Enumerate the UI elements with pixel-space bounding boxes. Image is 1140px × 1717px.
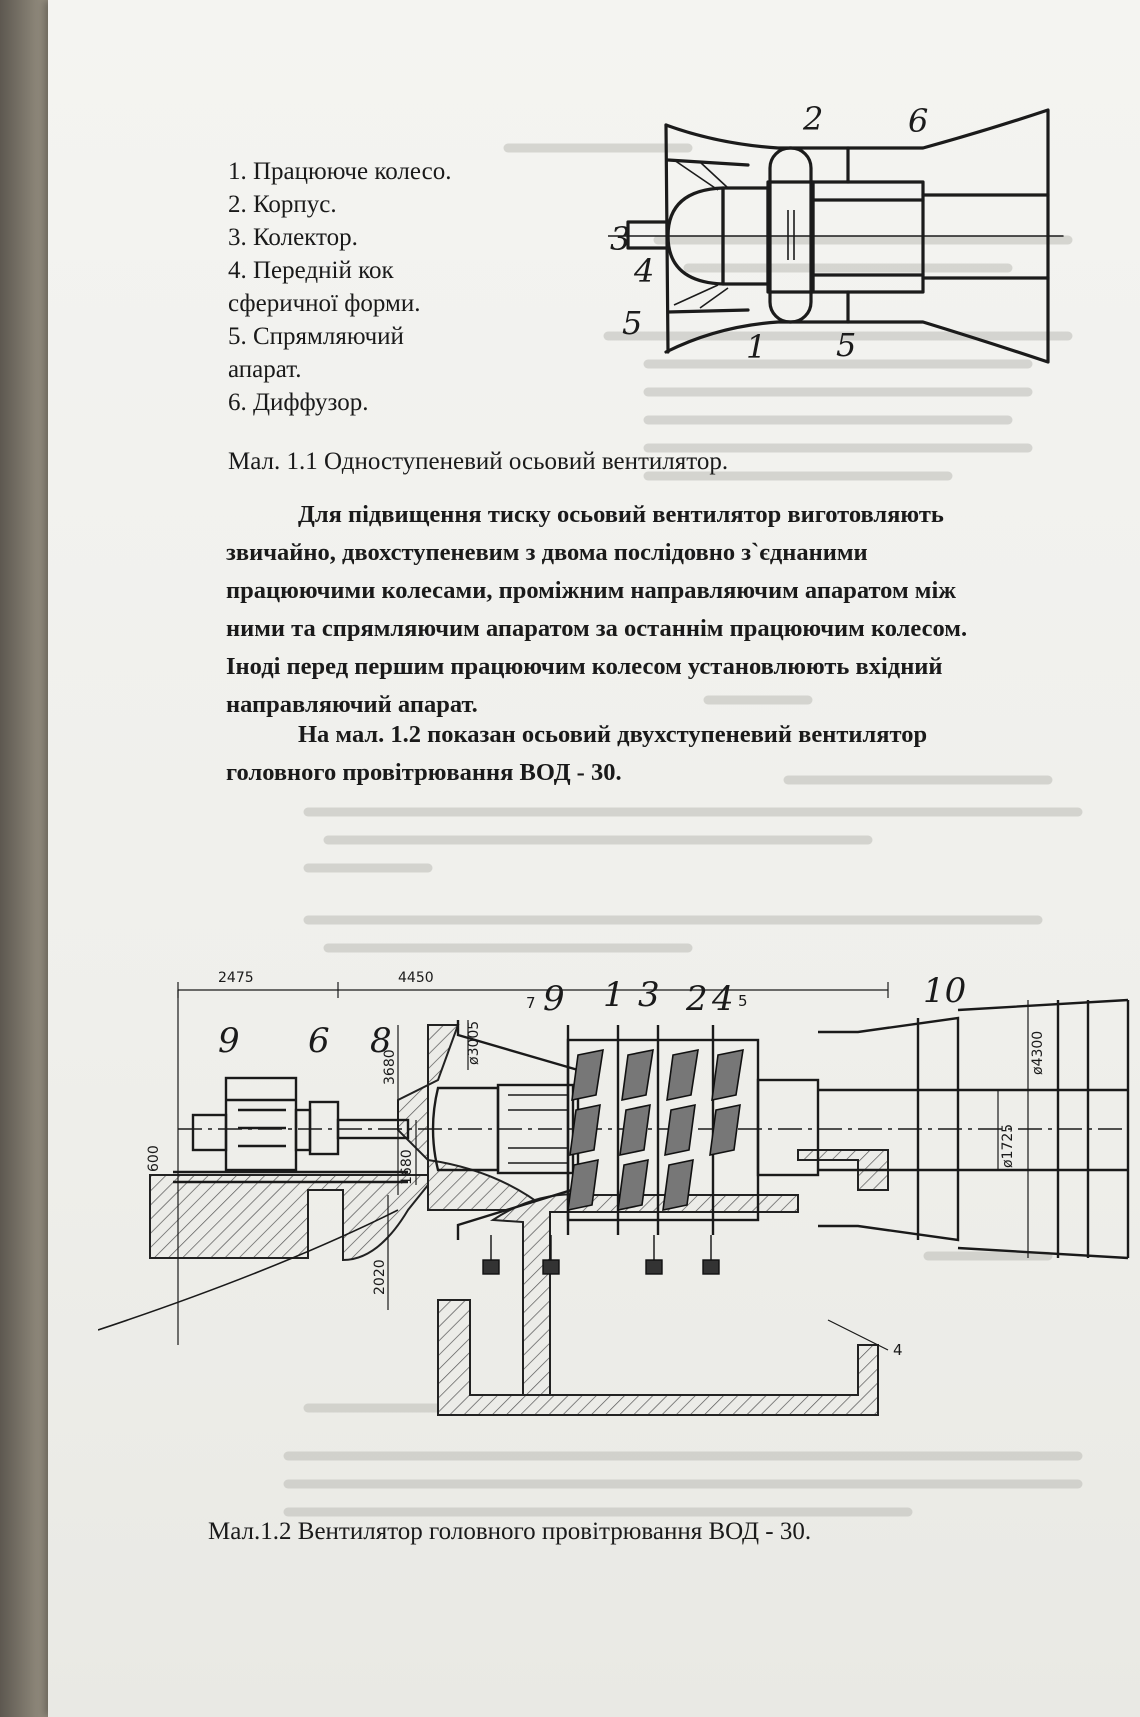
part-label: 6: [308, 1021, 330, 1061]
part-label: 5: [738, 992, 748, 1010]
paragraph-line: головного провітрювання ВОД - 30.: [226, 759, 622, 786]
legend-item: апарат.: [228, 356, 302, 383]
part-label: 8: [370, 1021, 392, 1061]
dimension-label: ø4300: [1030, 1031, 1046, 1075]
fig1-label: 4: [633, 252, 654, 290]
dimension-label: 1680: [399, 1149, 415, 1185]
fig1-label: 6: [908, 102, 928, 140]
paragraph-line: Іноді перед першим працюючим колесом уст…: [226, 653, 943, 680]
dimension-label: ø1725: [1000, 1124, 1016, 1168]
figure-caption: Мал. 1.1 Одноступеневий осьовий вентилят…: [228, 448, 729, 475]
part-label: 4: [711, 979, 734, 1019]
body-paragraph: На мал. 1.2 показан осьовий двухступенев…: [226, 716, 927, 792]
dimension-label: 4450: [398, 970, 434, 986]
part-label: 2: [685, 979, 708, 1019]
part-label: 7: [526, 994, 536, 1012]
paragraph-line: На мал. 1.2 показан осьовий двухступенев…: [298, 721, 928, 748]
bleed-through-text: [283, 143, 1083, 1517]
part-label: 10: [923, 971, 966, 1011]
fig1-label: 3: [610, 220, 630, 258]
document-page: 1. Працююче колесо. 2. Корпус. 3. Колект…: [48, 0, 1140, 1717]
legend-item: 5. Спрямляючий: [228, 323, 404, 350]
dimension-label: 2475: [218, 970, 254, 986]
fig1-label: 1: [746, 328, 766, 366]
legend-list: 1. Працююче колесо. 2. Корпус. 3. Колект…: [228, 155, 451, 419]
fan-sketch-figure: 2 6 3 4 5 1 5: [608, 100, 1064, 366]
paragraph-line: працюючими колесами, проміжним направляю…: [226, 577, 957, 604]
body-paragraph: Для підвищення тиску осьовий вентилятор …: [226, 496, 967, 724]
dimension-label: 600: [146, 1145, 162, 1172]
part-label: 1: [603, 975, 625, 1015]
paragraph-line: направляючий апарат.: [226, 691, 478, 718]
paragraph-line: Для підвищення тиску осьовий вентилятор …: [298, 501, 944, 528]
technical-drawing-figure: 2475 4450 600 3680 1680 2020 ø3005 ø4300…: [98, 970, 1130, 1416]
legend-item: 4. Передній кок: [228, 257, 394, 284]
dimension-label: 2020: [372, 1259, 388, 1295]
legend-item: сферичної форми.: [228, 290, 421, 317]
legend-item: 6. Диффузор.: [228, 389, 369, 416]
legend-item: 3. Колектор.: [228, 224, 358, 251]
part-label: 9: [543, 979, 565, 1019]
paragraph-line: звичайно, двохступеневим з двома послідо…: [226, 539, 868, 566]
fig1-label: 2: [802, 100, 823, 138]
legend-item: 2. Корпус.: [228, 191, 337, 218]
dimension-label: 3680: [382, 1049, 398, 1085]
paragraph-line: ними та спрямляючим апаратом за останнім…: [226, 615, 968, 642]
fig1-label: 5: [836, 326, 856, 364]
legend-item: 1. Працююче колесо.: [228, 158, 452, 185]
figure-caption: Мал.1.2 Вентилятор головного провітрюван…: [208, 1518, 812, 1545]
part-label: 9: [218, 1021, 240, 1061]
fig1-label: 5: [622, 304, 642, 342]
part-label: 3: [638, 975, 660, 1015]
dimension-label: ø3005: [466, 1021, 482, 1065]
part-label: 4: [893, 1341, 903, 1359]
